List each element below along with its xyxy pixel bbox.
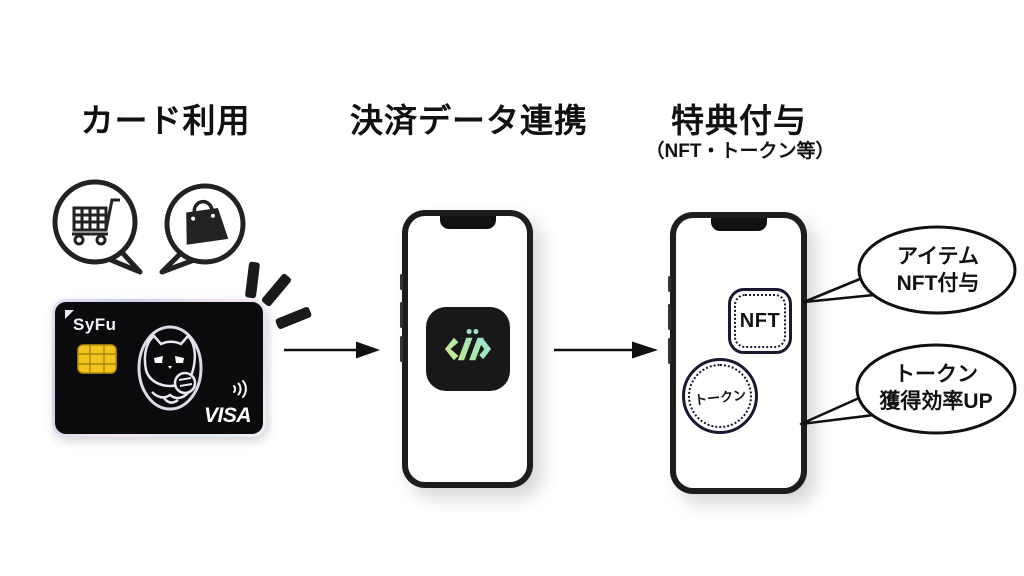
token-callout-line1: トークン [894, 363, 978, 386]
nft-badge-label: NFT [739, 309, 781, 332]
credit-card: SyFu VISA [52, 299, 266, 437]
step-2-title: 決済データ連携 [350, 102, 588, 139]
card-brand-logo: SyFu [73, 315, 117, 334]
nft-badge: NFT [728, 288, 792, 354]
cart-speech-bubble [52, 179, 143, 275]
phone-notch [439, 216, 496, 229]
emv-chip-icon [77, 344, 117, 374]
phone-side-button [668, 276, 671, 292]
flow-arrow-icon [554, 341, 658, 359]
nft-callout-line2: NFT付与 [896, 272, 980, 295]
bag-speech-bubble [159, 183, 246, 275]
syfu-app-icon [425, 307, 510, 391]
phone-screen [408, 216, 527, 482]
nft-callout-text: アイテム NFT付与 [860, 242, 1016, 298]
step-3-title: 特典付与 [671, 102, 807, 139]
phone-side-button [400, 274, 403, 290]
flow-arrow-icon [284, 341, 380, 359]
tap-spark-icon [274, 306, 313, 330]
nft-badge-dotted-border [734, 294, 786, 348]
step-3-subtitle: （NFT・トークン等） [645, 141, 835, 162]
cat-mascot-icon [137, 325, 203, 411]
shopping-bag-icon [186, 199, 229, 245]
nft-callout-bubble [802, 225, 1017, 315]
phone-side-button [668, 338, 671, 364]
rewards-phone: NFT トークン [668, 212, 807, 494]
token-callout-line2: 獲得効率UP [879, 390, 993, 413]
payment-app-phone [400, 210, 533, 488]
contactless-wave-icon [233, 380, 247, 398]
tap-spark-icon [260, 272, 293, 308]
phone-side-button [400, 302, 403, 328]
phone-side-button [668, 304, 671, 330]
shopping-cart-icon [72, 198, 120, 246]
token-badge: トークン [682, 358, 758, 434]
step-1-title: カード利用 [80, 102, 251, 139]
token-callout-text: トークン 獲得効率UP [856, 360, 1016, 416]
phone-side-button [400, 336, 403, 362]
visa-logo: VISA [203, 404, 252, 427]
token-badge-dotted-border [688, 364, 752, 428]
phone-notch [710, 218, 767, 231]
nft-callout-line1: アイテム [897, 245, 979, 268]
card-corner-mark [65, 310, 74, 319]
syfu-app-logo-icon [444, 328, 491, 361]
credit-card-face: SyFu VISA [55, 302, 263, 434]
phone-screen: NFT トークン [676, 218, 801, 488]
token-callout-bubble [799, 343, 1017, 435]
